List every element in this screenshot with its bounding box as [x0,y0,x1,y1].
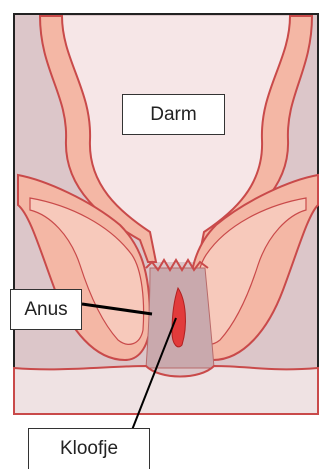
label-anus: Anus [10,289,82,330]
label-darm: Darm [122,94,225,135]
label-kloofje: Kloofje [28,428,150,469]
